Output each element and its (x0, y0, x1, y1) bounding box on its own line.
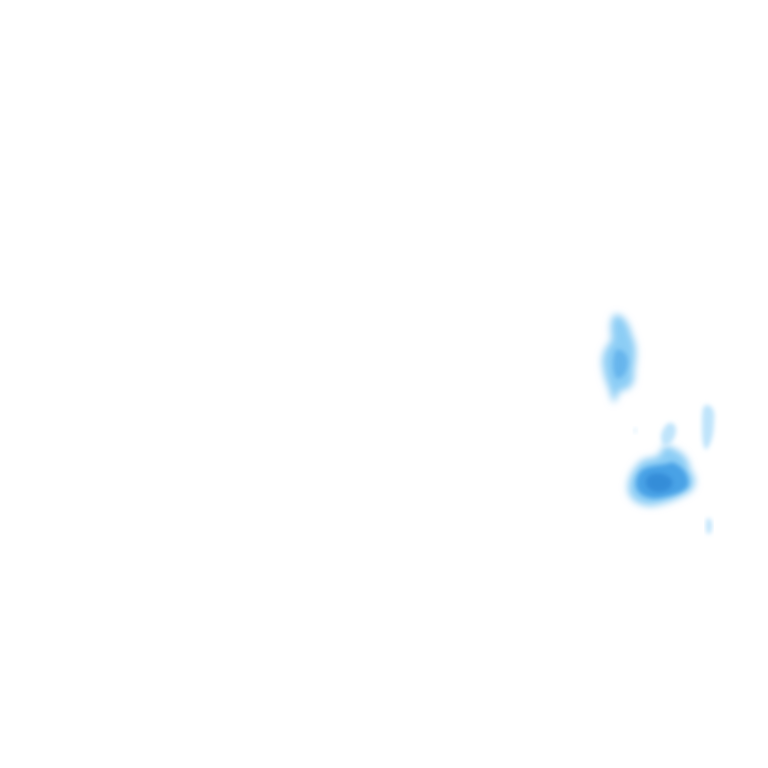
precip-cell-south-speck (633, 427, 712, 535)
precip-cell-south (628, 422, 695, 506)
precip-cell-north (602, 314, 636, 403)
precip-cell-east-strip (702, 404, 715, 450)
